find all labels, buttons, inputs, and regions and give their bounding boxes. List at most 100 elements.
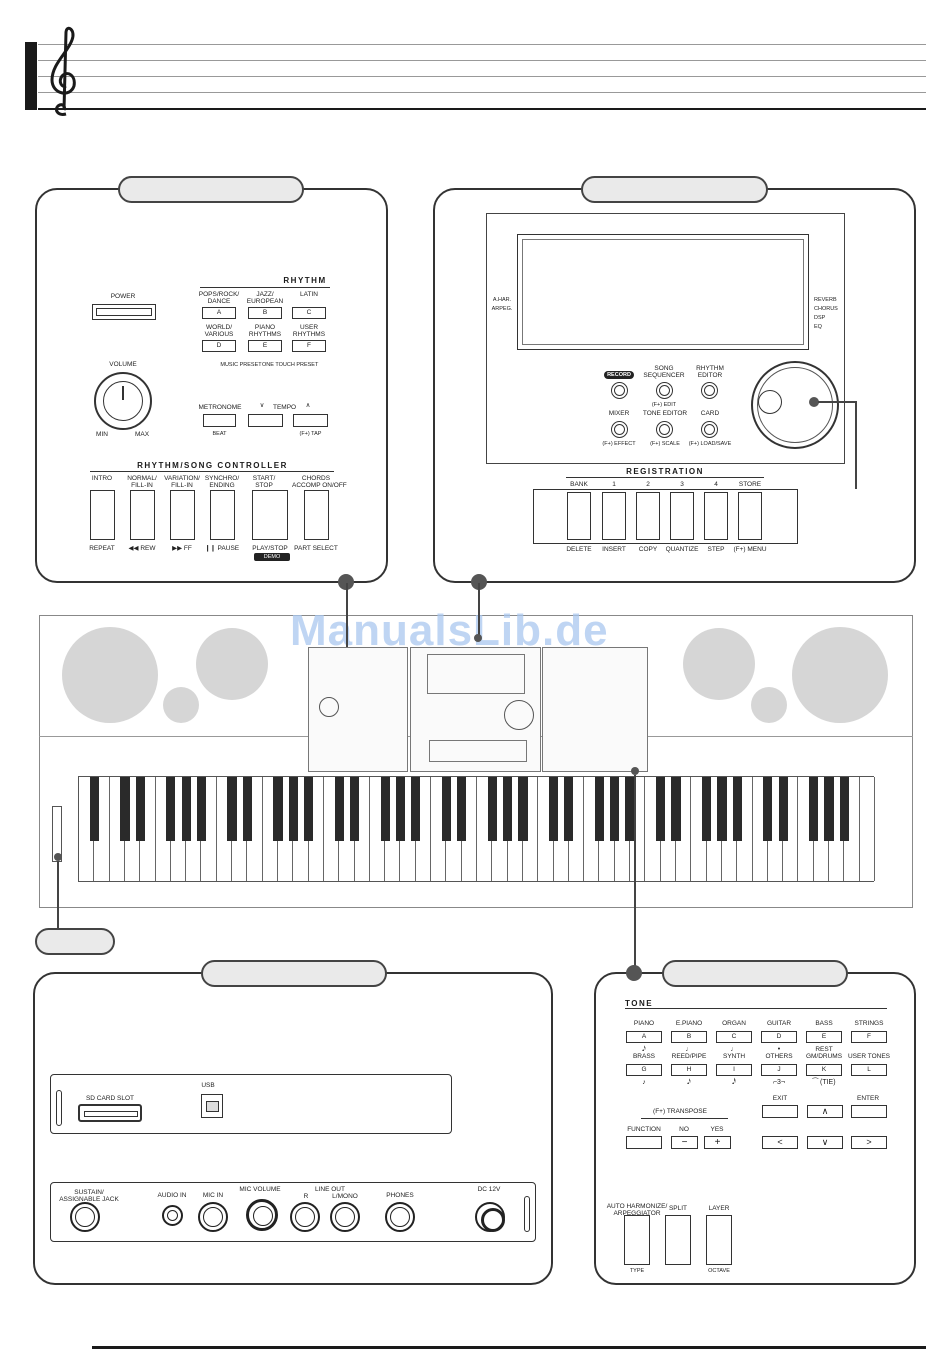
registration-button[interactable] bbox=[670, 492, 694, 540]
metronome-label: METRONOME bbox=[198, 404, 242, 411]
rear-panel-tab bbox=[201, 960, 387, 987]
registration-bottom-label: DELETE bbox=[566, 546, 592, 553]
mic-volume-label: MIC VOLUME bbox=[239, 1186, 281, 1193]
staff-line bbox=[38, 108, 926, 110]
black-key bbox=[518, 777, 528, 841]
mixer-label: MIXER bbox=[608, 410, 630, 417]
enter-button[interactable] bbox=[851, 1105, 887, 1118]
tone-category-button[interactable]: G bbox=[626, 1064, 662, 1076]
tone-category-button[interactable]: A bbox=[626, 1031, 662, 1043]
black-key bbox=[120, 777, 130, 841]
line-out-l-jack[interactable] bbox=[330, 1202, 360, 1232]
callout-line bbox=[818, 401, 856, 403]
registration-frame bbox=[533, 489, 798, 544]
mini-display-panel bbox=[410, 647, 541, 772]
registration-bottom-label: COPY bbox=[638, 546, 658, 553]
rhythm-panel-tab bbox=[118, 176, 304, 203]
split-button[interactable] bbox=[665, 1215, 691, 1265]
audio-in-label: AUDIO IN bbox=[157, 1192, 187, 1199]
transpose-label: (F+) TRANSPOSE bbox=[653, 1108, 707, 1115]
mic-in-jack[interactable] bbox=[198, 1202, 228, 1232]
auto-harmonize-button[interactable] bbox=[624, 1215, 650, 1265]
exit-button[interactable] bbox=[762, 1105, 798, 1118]
controller-button[interactable] bbox=[210, 490, 235, 540]
mixer-button[interactable] bbox=[611, 421, 628, 438]
rhythm-category-button[interactable]: D bbox=[202, 340, 236, 352]
controller-top-label: INTRO bbox=[91, 475, 113, 482]
r-label: R bbox=[303, 1193, 309, 1200]
tone-category-button[interactable]: H bbox=[671, 1064, 707, 1076]
registration-button[interactable] bbox=[602, 492, 626, 540]
watermark: ManualsLib.de bbox=[290, 606, 609, 655]
tone-category-button[interactable]: K bbox=[806, 1064, 842, 1076]
tone-note-symbol: ♩ bbox=[685, 1046, 693, 1053]
tone-editor-button[interactable] bbox=[656, 421, 673, 438]
rhythm-title: RHYTHM bbox=[283, 276, 327, 285]
staff-line bbox=[38, 60, 926, 61]
left-button[interactable]: < bbox=[762, 1136, 798, 1149]
rhythm-category-button[interactable]: B bbox=[248, 307, 282, 319]
yes-plus-button[interactable]: + bbox=[704, 1136, 731, 1149]
tone-category-button[interactable]: E bbox=[806, 1031, 842, 1043]
metronome-button[interactable] bbox=[203, 414, 236, 427]
line-out-r-jack[interactable] bbox=[290, 1202, 320, 1232]
rhythm-category-button[interactable]: A bbox=[202, 307, 236, 319]
card-button[interactable] bbox=[701, 421, 718, 438]
tone-category-button[interactable]: I bbox=[716, 1064, 752, 1076]
rhythm-category-button[interactable]: E bbox=[248, 340, 282, 352]
tone-category-button[interactable]: B bbox=[671, 1031, 707, 1043]
black-key bbox=[548, 777, 559, 841]
registration-button[interactable] bbox=[704, 492, 728, 540]
controller-button[interactable] bbox=[90, 490, 115, 540]
black-key bbox=[457, 777, 467, 841]
tone-category-button[interactable]: C bbox=[716, 1031, 752, 1043]
right-button[interactable]: > bbox=[851, 1136, 887, 1149]
controller-top-label: NORMAL/ FILL-IN bbox=[127, 475, 157, 489]
volume-max-label: MAX bbox=[134, 431, 150, 438]
black-key bbox=[334, 777, 344, 841]
layer-button[interactable] bbox=[706, 1215, 732, 1265]
registration-rule bbox=[566, 477, 764, 478]
no-minus-button[interactable]: − bbox=[671, 1136, 698, 1149]
tone-category-button[interactable]: L bbox=[851, 1064, 887, 1076]
effect-label: (F+) EFFECT bbox=[602, 441, 636, 447]
usb-port[interactable] bbox=[201, 1094, 223, 1118]
tone-category-button[interactable]: D bbox=[761, 1031, 797, 1043]
controller-button[interactable] bbox=[170, 490, 195, 540]
rhythm-category-button[interactable]: C bbox=[292, 307, 326, 319]
controller-button[interactable] bbox=[252, 490, 288, 540]
registration-bottom-label: (F+) MENU bbox=[733, 546, 767, 553]
controller-bottom-label: ▶▶ FF bbox=[172, 545, 192, 552]
audio-in-jack[interactable] bbox=[162, 1205, 183, 1226]
phones-jack[interactable] bbox=[385, 1202, 415, 1232]
tempo-down-button[interactable] bbox=[248, 414, 283, 427]
dc-jack[interactable] bbox=[475, 1202, 505, 1232]
tempo-up-button[interactable] bbox=[293, 414, 328, 427]
yes-label: YES bbox=[710, 1126, 724, 1133]
down-button[interactable]: ∨ bbox=[807, 1136, 843, 1149]
sd-card-slot[interactable] bbox=[78, 1104, 142, 1122]
mic-volume-knob[interactable] bbox=[246, 1199, 278, 1231]
function-button[interactable] bbox=[626, 1136, 662, 1149]
speaker-left-tweeter bbox=[163, 687, 199, 723]
black-key bbox=[503, 777, 513, 841]
tone-category-label: GUITAR bbox=[766, 1020, 792, 1027]
sustain-jack[interactable] bbox=[70, 1202, 100, 1232]
tone-category-button[interactable]: J bbox=[761, 1064, 797, 1076]
controller-rule bbox=[90, 471, 334, 472]
controller-button[interactable] bbox=[304, 490, 329, 540]
controller-bottom-label: PART SELECT bbox=[294, 545, 338, 552]
registration-button[interactable] bbox=[738, 492, 762, 540]
controller-button[interactable] bbox=[130, 490, 155, 540]
data-dial[interactable] bbox=[751, 361, 839, 449]
up-button[interactable]: ∧ bbox=[807, 1105, 843, 1118]
rhythm-editor-button[interactable] bbox=[701, 382, 718, 399]
rhythm-category-button[interactable]: F bbox=[292, 340, 326, 352]
volume-knob[interactable] bbox=[94, 372, 152, 430]
power-button[interactable] bbox=[92, 304, 156, 320]
registration-button[interactable] bbox=[567, 492, 591, 540]
song-sequencer-button[interactable] bbox=[656, 382, 673, 399]
tone-category-button[interactable]: F bbox=[851, 1031, 887, 1043]
record-button[interactable] bbox=[611, 382, 628, 399]
registration-button[interactable] bbox=[636, 492, 660, 540]
